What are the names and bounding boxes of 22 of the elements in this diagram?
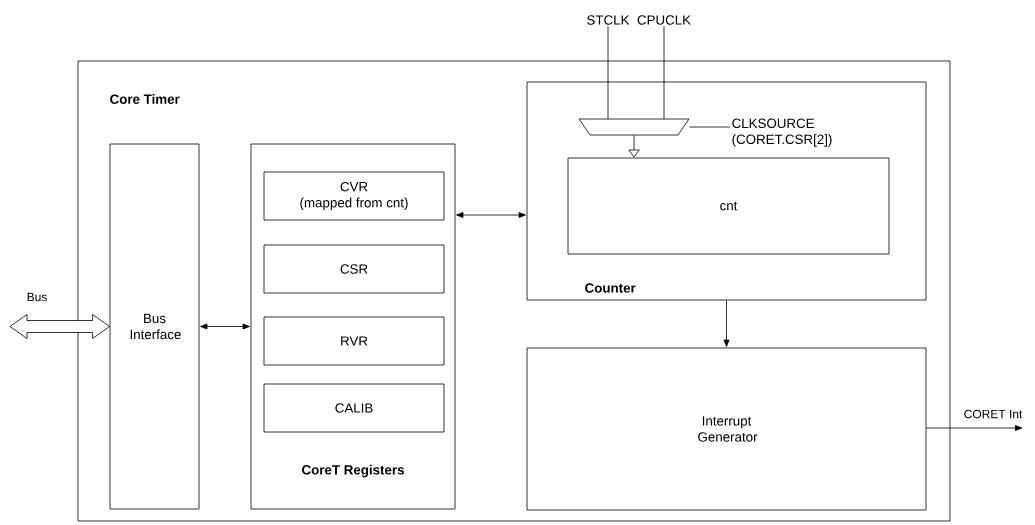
register-box: CVR (mapped from cnt) <box>263 171 445 221</box>
register-box: RVR <box>263 316 445 366</box>
register-box: CSR <box>263 244 445 294</box>
block-box: Bus Interface <box>109 143 200 510</box>
arrow <box>628 135 640 158</box>
register-box: CALIB <box>263 383 445 433</box>
edge-label: CORET Int <box>962 408 1024 420</box>
signal-label: STCLK <box>587 15 630 25</box>
leader-line <box>689 126 731 128</box>
block-box: Interrupt Generator <box>526 347 927 511</box>
signal-label: CLKSOURCE (CORET.CSR[2]) <box>732 118 832 147</box>
arrow <box>926 425 1023 431</box>
bus-arrow <box>9 314 110 339</box>
edge-label: Bus <box>25 291 49 303</box>
arrow <box>723 300 730 347</box>
signal-line <box>663 25 665 119</box>
counter-box: cnt <box>567 157 890 255</box>
signal-label: CPUCLK <box>637 15 691 25</box>
multiplexer-symbol <box>578 118 690 136</box>
signal-line <box>607 25 609 119</box>
arrow <box>456 212 526 218</box>
arrow <box>200 323 250 330</box>
